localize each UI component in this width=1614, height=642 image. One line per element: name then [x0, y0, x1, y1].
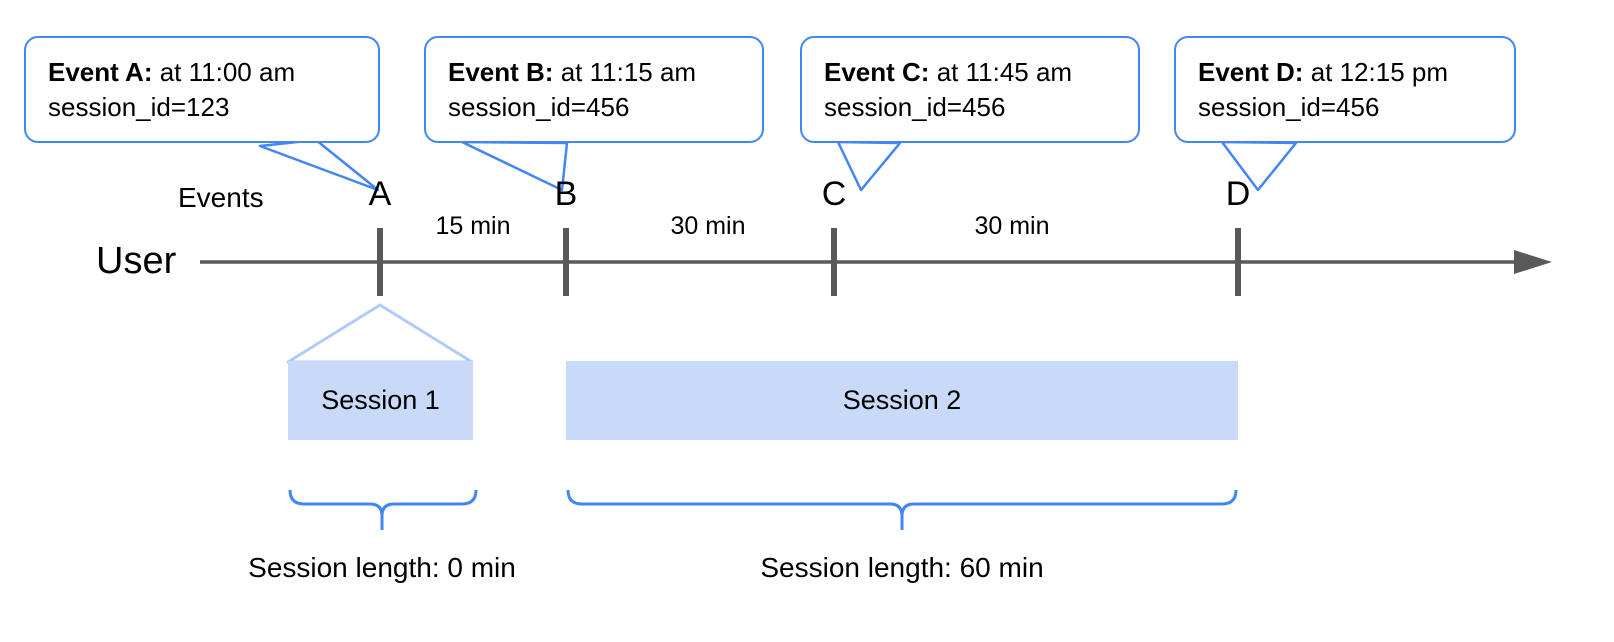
session-bar-2: Session 2 [566, 361, 1238, 440]
callout-d-lead: Event D: [1198, 57, 1304, 87]
callout-b-line2: session_id=456 [448, 91, 630, 122]
gap-label-a-b: 15 min [435, 212, 511, 240]
session-bar-1: Session 1 [288, 361, 473, 440]
session-2-length-label: Session length: 60 min [760, 552, 1044, 583]
lane-label-events: Events [178, 182, 264, 213]
session-bar-2-label: Session 2 [842, 385, 962, 415]
event-letter-b: B [554, 175, 578, 213]
event-letter-c: C [821, 175, 847, 213]
callout-event-d: Event D: at 12:15 pm session_id=456 [1174, 36, 1516, 143]
callout-event-b: Event B: at 11:15 am session_id=456 [424, 36, 764, 143]
callout-event-c: Event C: at 11:45 am session_id=456 [800, 36, 1140, 143]
callout-tail-c [836, 140, 902, 192]
event-letter-d: D [1225, 175, 1251, 213]
session1-brace [288, 489, 478, 530]
callout-event-a: Event A: at 11:00 am session_id=123 [24, 36, 380, 143]
callout-c-time: at 11:45 am [929, 57, 1073, 87]
callout-a-line2: session_id=123 [48, 91, 230, 122]
gap-label-c-d: 30 min [974, 212, 1050, 240]
session2-brace [566, 489, 1238, 530]
event-letter-a: A [368, 175, 392, 213]
callout-c-line2: session_id=456 [824, 91, 1006, 122]
callout-tail-a [258, 138, 380, 192]
timeline-axis [200, 250, 1552, 274]
callout-b-line1: Event B: at 11:15 am [448, 55, 742, 90]
callout-d-line1: Event D: at 12:15 pm [1198, 55, 1494, 90]
callout-c-line1: Event C: at 11:45 am [824, 55, 1118, 90]
session1-funnel [286, 303, 474, 364]
callout-a-line1: Event A: at 11:00 am [48, 55, 358, 90]
callout-b-time: at 11:15 am [553, 57, 697, 87]
callout-c-lead: Event C: [824, 57, 930, 87]
callout-d-time: at 12:15 pm [1303, 57, 1449, 87]
gap-label-b-c: 30 min [670, 212, 746, 240]
session-bar-1-label: Session 1 [321, 385, 440, 415]
callout-d-line2: session_id=456 [1198, 91, 1380, 122]
callout-tail-b [460, 140, 569, 192]
session-1-length-label: Session length: 0 min [248, 552, 516, 583]
callout-a-time: at 11:00 am [152, 57, 296, 87]
lane-label-user: User [96, 240, 177, 282]
callout-a-lead: Event A: [48, 57, 153, 87]
callout-b-lead: Event B: [448, 57, 554, 87]
